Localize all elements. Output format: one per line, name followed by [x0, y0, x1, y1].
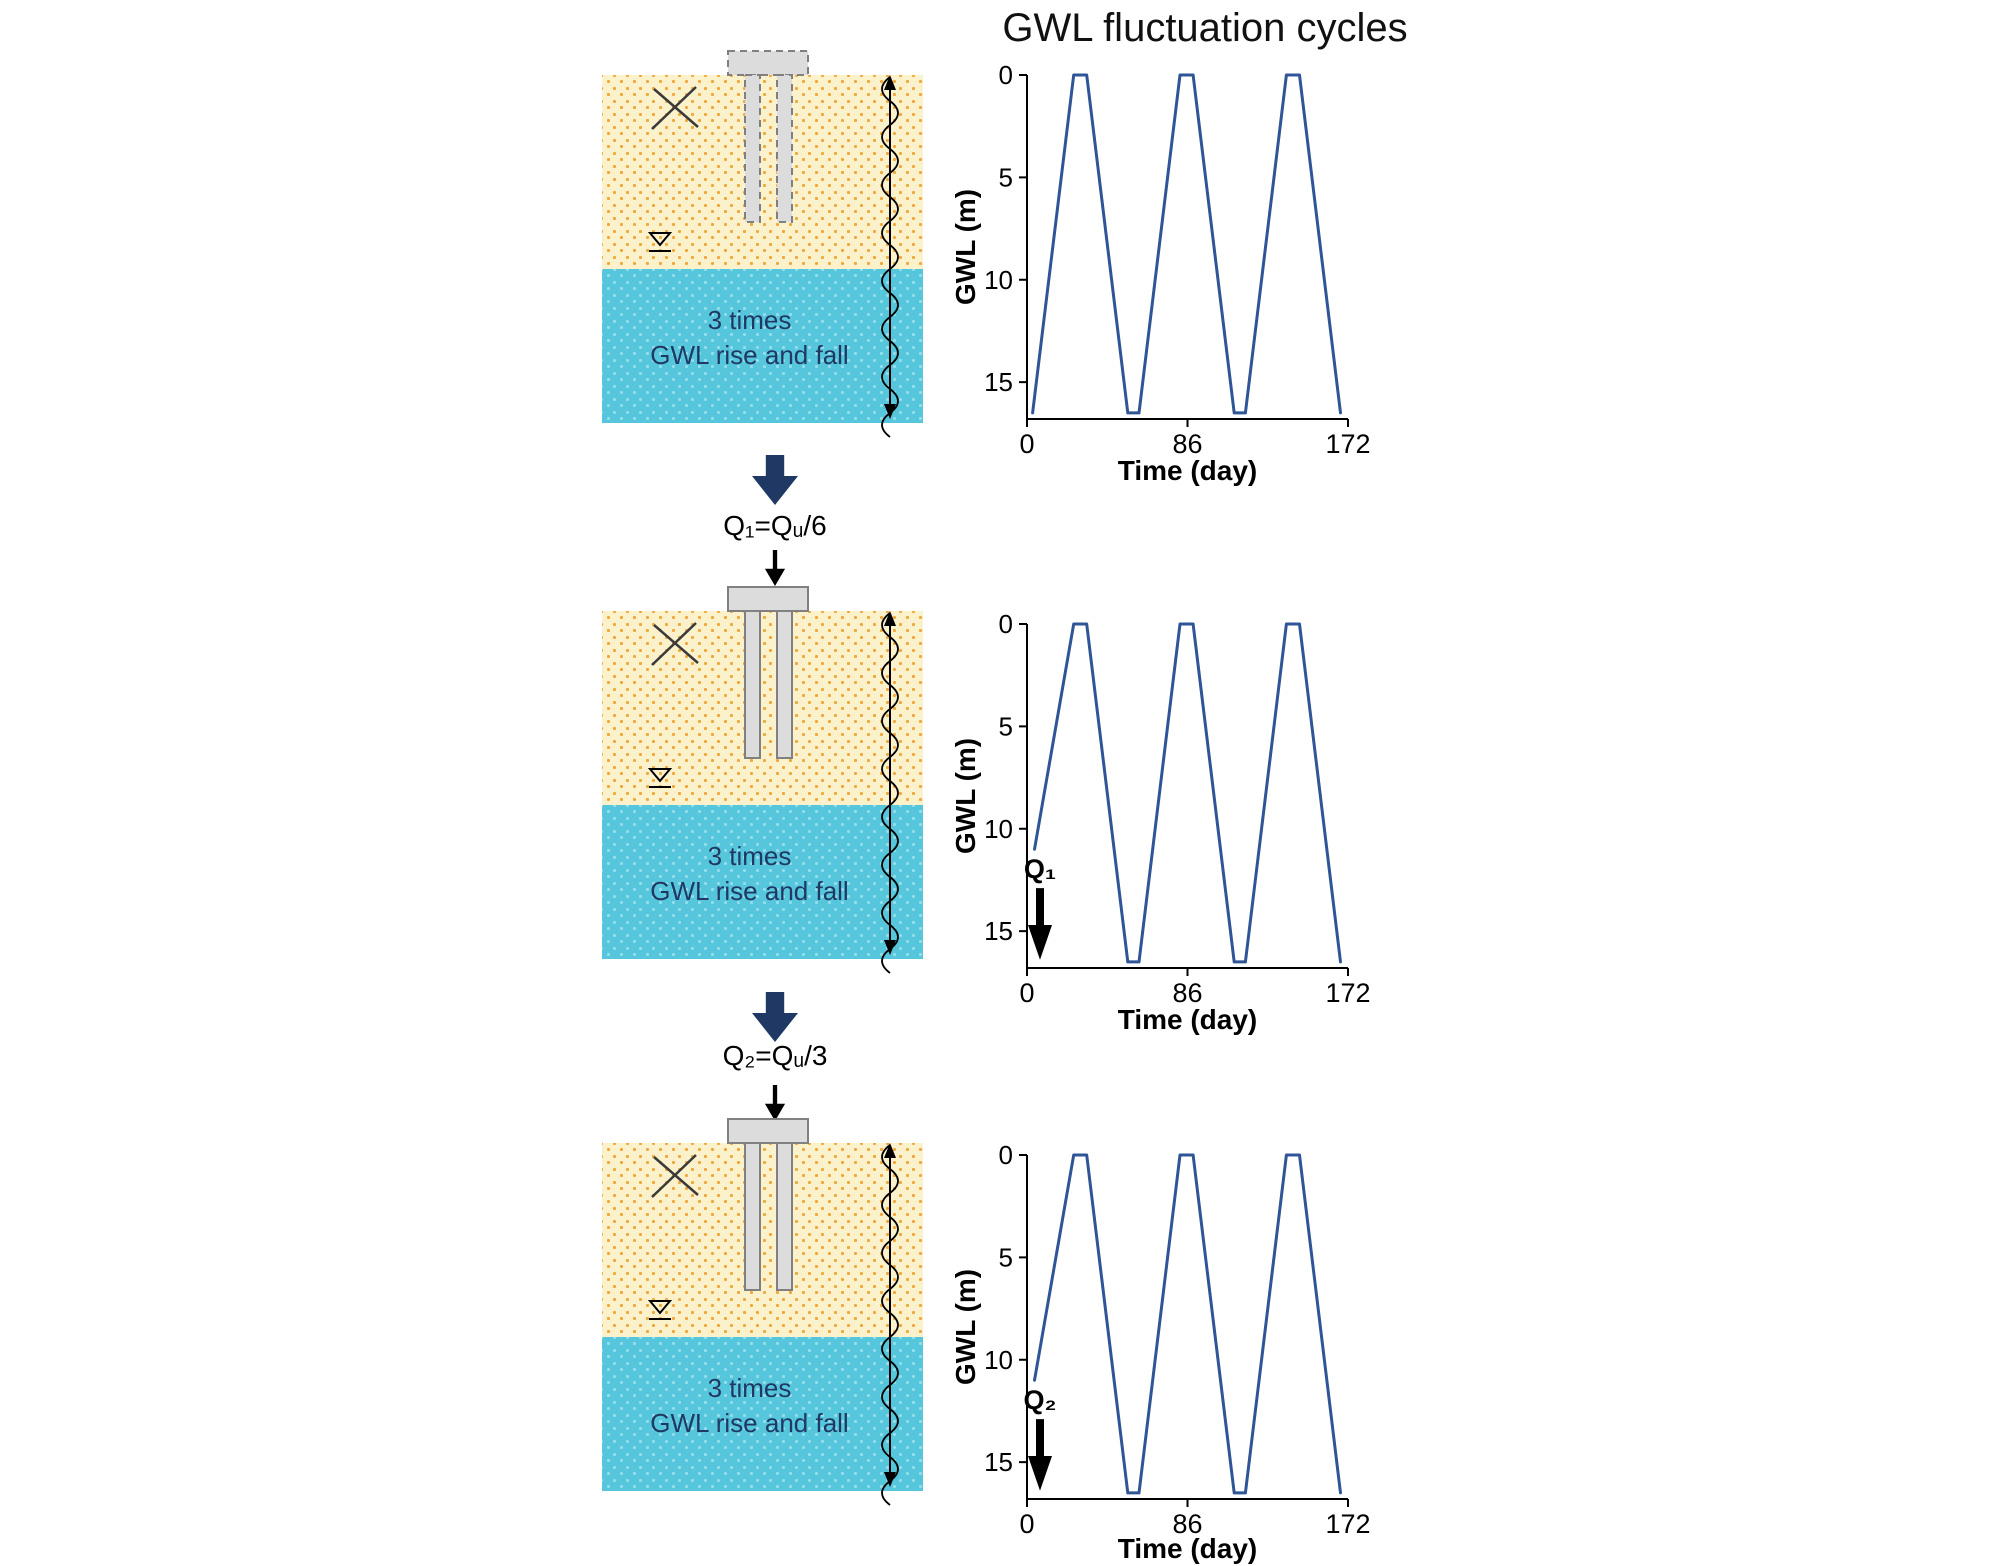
y-tick-label: 5 — [999, 1242, 1013, 1272]
x-tick-label: 172 — [1325, 1509, 1370, 1539]
x-tick-label: 0 — [1019, 429, 1034, 459]
gwl-chart-1: 0 5 10 15 0 86 172 — [984, 60, 1370, 459]
y-tick-label: 10 — [984, 814, 1013, 844]
y-axis-label: GWL (m) — [950, 188, 981, 306]
caption-line-1: 3 times — [707, 1373, 792, 1403]
y-tick-label: 0 — [999, 609, 1013, 639]
y-tick-label: 15 — [984, 1447, 1013, 1477]
y-axis-label: GWL (m) — [950, 737, 981, 855]
y-tick-label: 10 — [984, 1345, 1013, 1375]
load-annotation: Q₁ — [1024, 854, 1056, 960]
x-axis-label: Time (day) — [1117, 1533, 1258, 1564]
y-tick-label: 5 — [999, 711, 1013, 741]
x-tick-label: 86 — [1172, 429, 1202, 459]
down-arrow-icon — [1028, 1456, 1052, 1491]
caption-line-1: 3 times — [707, 841, 792, 871]
down-block-arrow-icon — [752, 992, 798, 1042]
y-tick-label: 0 — [999, 60, 1013, 90]
gwl-chart-plot: 0 5 10 15 0 86 172 Q₁ — [984, 609, 1370, 1008]
diagram-caption: 3 times GWL rise and fall — [602, 1371, 897, 1441]
gwl-chart-plot: 0 5 10 15 0 86 172 — [984, 60, 1370, 459]
load-annotation-label: Q₁ — [1024, 854, 1056, 884]
gwl-chart-3: 0 5 10 15 0 86 172 Q₂ — [984, 1140, 1370, 1539]
caption-line-2: GWL rise and fall — [650, 340, 849, 370]
chart-axes: 0 5 10 15 0 86 172 — [984, 609, 1370, 1008]
load-down-arrow-icon — [764, 1085, 786, 1121]
load-label-1: Q₁=Qᵤ/6 — [723, 510, 827, 541]
chart-axes: 0 5 10 15 0 86 172 — [984, 60, 1370, 459]
x-tick-label: 86 — [1172, 978, 1202, 1008]
chart-axes: 0 5 10 15 0 86 172 — [984, 1140, 1370, 1539]
sand-layer — [602, 75, 923, 269]
load-annotation-label: Q₂ — [1024, 1385, 1057, 1415]
x-tick-label: 172 — [1325, 429, 1370, 459]
down-arrow-icon — [1028, 925, 1052, 960]
saturated-layer — [602, 805, 923, 959]
gwl-series-line — [1031, 73, 1342, 415]
sand-layer — [602, 611, 923, 805]
caption-line-2: GWL rise and fall — [650, 1408, 849, 1438]
caption-line-2: GWL rise and fall — [650, 876, 849, 906]
y-axis-label: GWL (m) — [950, 1268, 981, 1386]
y-tick-label: 5 — [999, 162, 1013, 192]
load-down-arrow-icon — [764, 550, 786, 586]
x-axis-label: Time (day) — [1117, 1004, 1258, 1035]
x-tick-label: 0 — [1019, 1509, 1034, 1539]
x-tick-label: 172 — [1325, 978, 1370, 1008]
x-axis-label: Time (day) — [1117, 455, 1258, 486]
soil-diagram-1: 3 times GWL rise and fall — [602, 50, 923, 438]
down-block-arrow-icon — [752, 455, 798, 505]
sand-layer — [602, 1143, 923, 1337]
soil-diagram-3: 3 times GWL rise and fall — [602, 1118, 923, 1506]
diagram-caption: 3 times GWL rise and fall — [602, 303, 897, 373]
caption-line-1: 3 times — [707, 305, 792, 335]
gwl-series-line — [1033, 1153, 1342, 1495]
gwl-chart-plot: 0 5 10 15 0 86 172 Q₂ — [984, 1140, 1370, 1539]
y-tick-label: 10 — [984, 265, 1013, 295]
saturated-layer — [602, 269, 923, 423]
diagram-caption: 3 times GWL rise and fall — [602, 839, 897, 909]
y-tick-label: 15 — [984, 367, 1013, 397]
soil-diagram-2: 3 times GWL rise and fall — [602, 586, 923, 974]
load-label-2: Q₂=Qᵤ/3 — [722, 1040, 828, 1071]
gwl-chart-2: 0 5 10 15 0 86 172 Q₁ — [984, 609, 1370, 1008]
y-tick-label: 15 — [984, 916, 1013, 946]
saturated-layer — [602, 1337, 923, 1491]
x-tick-label: 0 — [1019, 978, 1034, 1008]
figure-title: GWL fluctuation cycles — [1002, 6, 1408, 50]
load-annotation: Q₂ — [1024, 1385, 1057, 1491]
y-tick-label: 0 — [999, 1140, 1013, 1170]
gwl-series-line — [1033, 622, 1342, 964]
x-tick-label: 86 — [1172, 1509, 1202, 1539]
